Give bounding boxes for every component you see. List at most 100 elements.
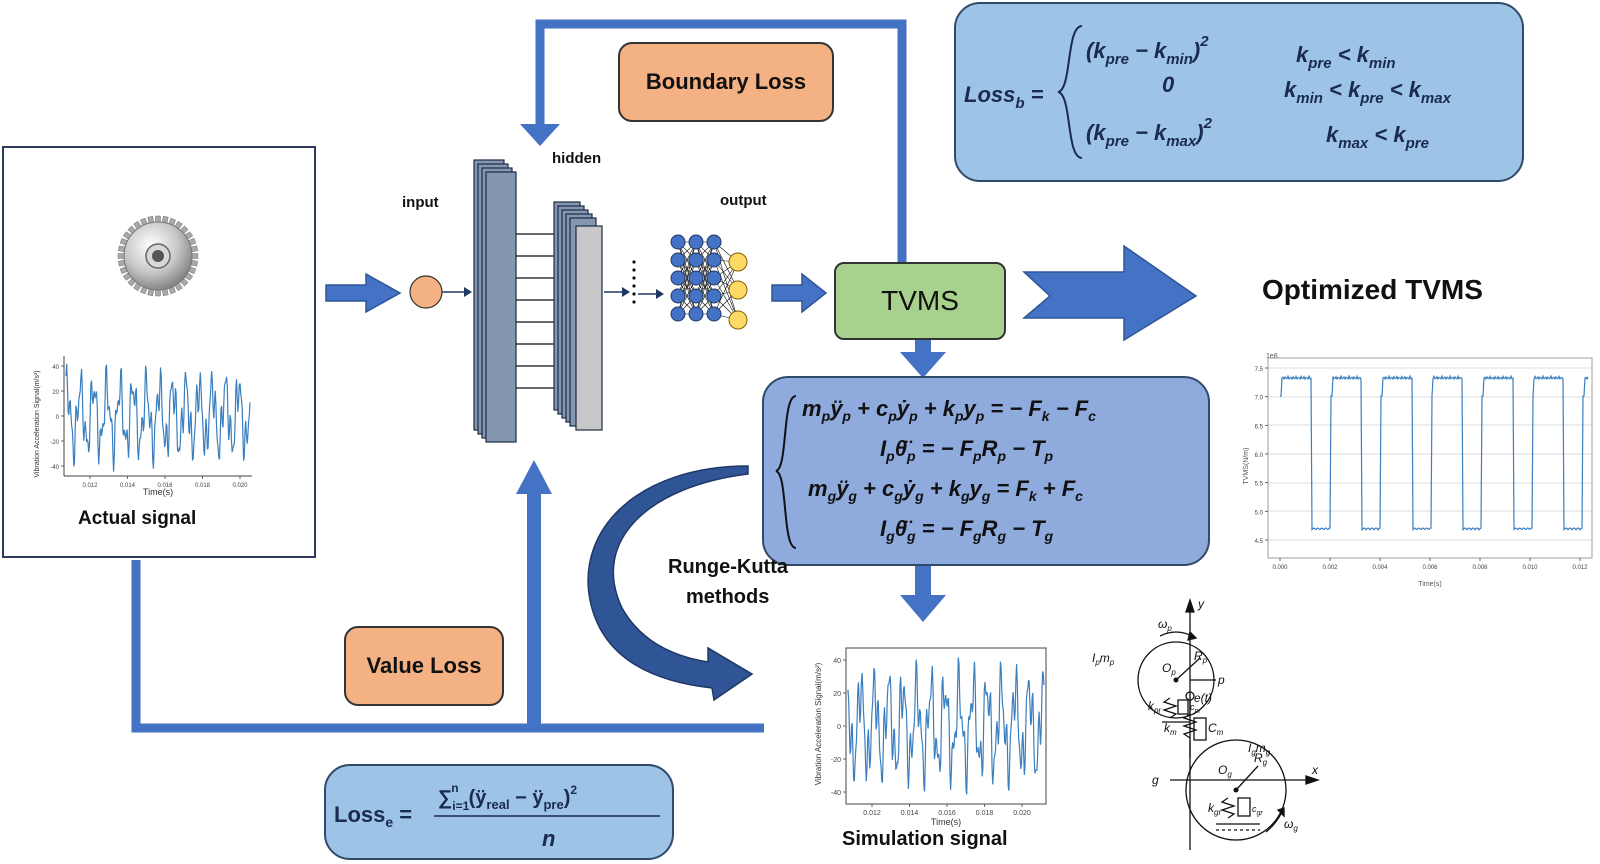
actual-signal-trace — [65, 363, 251, 472]
actual-xlabel: Time(s) — [143, 487, 173, 497]
svg-text:n: n — [542, 826, 555, 851]
y-tick-label: 7.5 — [1255, 367, 1264, 373]
svg-text:Ipmp: Ipmp — [1092, 651, 1115, 667]
svg-text:e(t): e(t) — [1194, 691, 1212, 705]
hidden-node — [670, 270, 686, 286]
y-tick-label: 6.5 — [1255, 424, 1264, 430]
svg-text:p: p — [1217, 673, 1225, 687]
x-tick-label: 0.014 — [120, 483, 136, 489]
tvms-xlabel: Time(s) — [1418, 581, 1441, 588]
runge-kutta-label-line2: methods — [686, 586, 770, 608]
value-loss-up-arrowhead — [516, 460, 552, 494]
svg-text:∑i=1n(ÿreal − ÿpre)2: ∑i=1n(ÿreal − ÿpre)2 — [438, 781, 577, 813]
hidden-layer-stack-2 — [553, 201, 603, 431]
sim-ylabel: Vibration Acceleration Signal(m/s²) — [814, 662, 823, 785]
output-label: output — [720, 192, 767, 209]
hidden-node — [688, 252, 704, 268]
x-tick-label: 0.012 — [82, 483, 98, 489]
runge-kutta-label-line1: Runge-Kutta — [668, 556, 788, 578]
svg-text:kmin < kpre < kmax: kmin < kpre < kmax — [1284, 77, 1452, 107]
x-tick-label: 0.006 — [1422, 565, 1438, 571]
y-tick-label: 5.0 — [1255, 510, 1264, 516]
hidden-node — [706, 234, 722, 250]
output-node — [728, 310, 748, 330]
boundary-loss-equation-box — [954, 2, 1524, 182]
x-tick-label: 0.020 — [1013, 810, 1031, 817]
tvms-trace — [1280, 374, 1589, 532]
value-loss-equation-box — [324, 764, 674, 860]
x-tick-label: 0.014 — [901, 810, 919, 817]
x-tick-label: 0.018 — [195, 483, 211, 489]
hidden-node — [688, 288, 704, 304]
svg-text:Cm: Cm — [1208, 721, 1224, 737]
svg-text:cpr: cpr — [1190, 702, 1201, 715]
svg-text:kmax < kpre: kmax < kpre — [1326, 122, 1429, 152]
x-tick-label: 0.016 — [938, 810, 956, 817]
input-node — [409, 275, 443, 309]
svg-text:cgr: cgr — [1252, 804, 1263, 817]
input-arrow — [325, 272, 402, 314]
svg-text:mgÿg + cgẏg + kgyg = Fk + Fc: mgÿg + cgẏg + kgyg = Fk + Fc — [808, 476, 1083, 504]
y-tick-label: 0 — [837, 724, 841, 731]
gear-dynamic-model: y ωp Ipmp Op Rp p e(t) kpr cpr km Cm Igm… — [1092, 598, 1321, 850]
y-tick-label: 6.0 — [1255, 453, 1264, 459]
svg-text:(kpre − kmax)2: (kpre − kmax)2 — [1086, 115, 1213, 150]
input-label: input — [402, 194, 439, 211]
hidden-layer-stack-1 — [473, 159, 517, 443]
y-tick-label: 4.5 — [1255, 539, 1264, 545]
hidden-node — [688, 234, 704, 250]
hidden-node — [706, 270, 722, 286]
dynamics-equation: mpÿp + cpẏp + kpyp = − Fk − Fc Ipθ̈p = −… — [775, 395, 1096, 549]
dynamics-down-arrow — [900, 566, 946, 622]
y-tick-label: -20 — [831, 757, 841, 764]
hidden-node — [706, 288, 722, 304]
svg-text:kpr: kpr — [1148, 699, 1161, 715]
x-tick-label: 0.018 — [976, 810, 994, 817]
hidden-node — [670, 234, 686, 250]
y-tick-label: -40 — [50, 465, 59, 471]
svg-text:Igθ̈g = − FgRg − Tg: Igθ̈g = − FgRg − Tg — [880, 516, 1054, 544]
svg-text:Lossb =: Lossb = — [964, 82, 1044, 112]
hidden-node — [706, 252, 722, 268]
tvms-ylabel: TVMS(N/m) — [1243, 448, 1250, 485]
svg-text:Losse =: Losse = — [334, 802, 412, 830]
x-tick-label: 0.008 — [1472, 565, 1488, 571]
simulation-signal-trace — [847, 657, 1045, 795]
sim-xlabel: Time(s) — [931, 817, 961, 827]
x-tick-label: 0.012 — [1572, 565, 1588, 571]
boundary-loss-equation: Lossb = (kpre − kmin)2 kpre < kmin 0 kmi… — [964, 25, 1452, 159]
svg-text:Rp: Rp — [1194, 649, 1208, 665]
svg-text:Ipθ̈p = − FpRp − Tp: Ipθ̈p = − FpRp − Tp — [880, 436, 1054, 464]
x-tick-label: 0.000 — [1272, 565, 1288, 571]
y-tick-label: -20 — [50, 440, 59, 446]
hidden-label: hidden — [552, 150, 602, 167]
svg-text:kpre < kmin: kpre < kmin — [1296, 42, 1396, 72]
svg-text:ωp: ωp — [1158, 617, 1172, 633]
y-tick-label: 20 — [52, 390, 59, 396]
tvms-scale: 1e8 — [1266, 353, 1278, 360]
boundary-loss-feedback-line — [535, 19, 907, 262]
simulation-signal-label: Simulation signal — [842, 828, 1008, 850]
svg-text:0: 0 — [1162, 72, 1175, 97]
svg-text:km: km — [1164, 721, 1177, 737]
y-tick-label: 0 — [56, 415, 60, 421]
svg-text:ωg: ωg — [1284, 817, 1298, 833]
tvms-box: TVMS — [834, 262, 1006, 340]
optimized-tvms-label: Optimized TVMS — [1262, 274, 1483, 305]
actual-signal-panel — [2, 146, 316, 558]
svg-text:(kpre − kmin)2: (kpre − kmin)2 — [1086, 33, 1209, 68]
hidden-node — [670, 288, 686, 304]
y-tick-label: -40 — [831, 790, 841, 797]
svg-text:Op: Op — [1162, 661, 1176, 677]
layer-connections — [516, 233, 556, 389]
value-loss-equation: Losse = ∑i=1n(ÿreal − ÿpre)2 n — [334, 781, 660, 851]
svg-text:y: y — [1197, 598, 1205, 611]
hidden-node — [670, 252, 686, 268]
y-tick-label: 40 — [833, 658, 841, 665]
x-tick-label: 0.012 — [863, 810, 881, 817]
output-node — [728, 252, 748, 272]
output-node — [728, 280, 748, 300]
svg-text:x: x — [1311, 763, 1319, 777]
actual-signal-label: Actual signal — [78, 508, 197, 529]
